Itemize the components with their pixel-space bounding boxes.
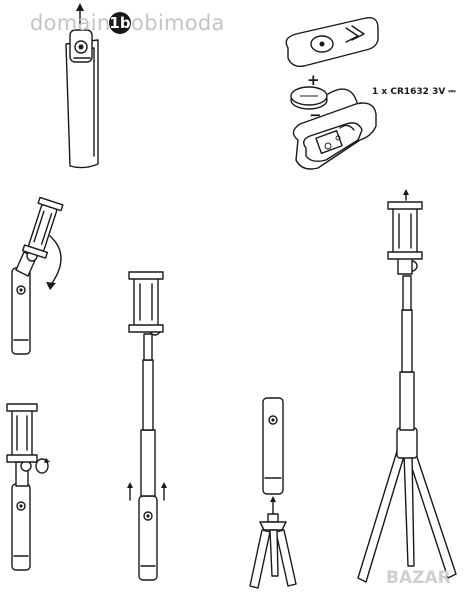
arrow-icon xyxy=(270,496,276,515)
pull-arrows-icon xyxy=(127,482,167,501)
handle-top-view xyxy=(65,29,99,169)
watermark-text-bottom: BAZAR xyxy=(386,568,451,588)
remote-closed xyxy=(285,17,379,68)
polarity-plus: + xyxy=(307,71,320,89)
handle-detached xyxy=(262,397,284,495)
remote-open xyxy=(292,102,377,170)
battery-spec-label: 1 x CR1632 3V ⎓ xyxy=(372,87,456,97)
stick-extended xyxy=(128,271,164,581)
clamp-upright xyxy=(6,403,38,571)
screw-rotate-icon xyxy=(35,458,50,474)
tripod-base xyxy=(249,513,297,589)
clamp-unfolding xyxy=(11,196,64,355)
polarity-minus: − xyxy=(309,106,322,124)
arrow-icon xyxy=(76,3,84,27)
coin-battery xyxy=(290,86,328,110)
step-badge: 1b xyxy=(109,12,131,34)
assembled-stick xyxy=(357,189,457,583)
rotate-arrow-icon xyxy=(46,235,62,290)
